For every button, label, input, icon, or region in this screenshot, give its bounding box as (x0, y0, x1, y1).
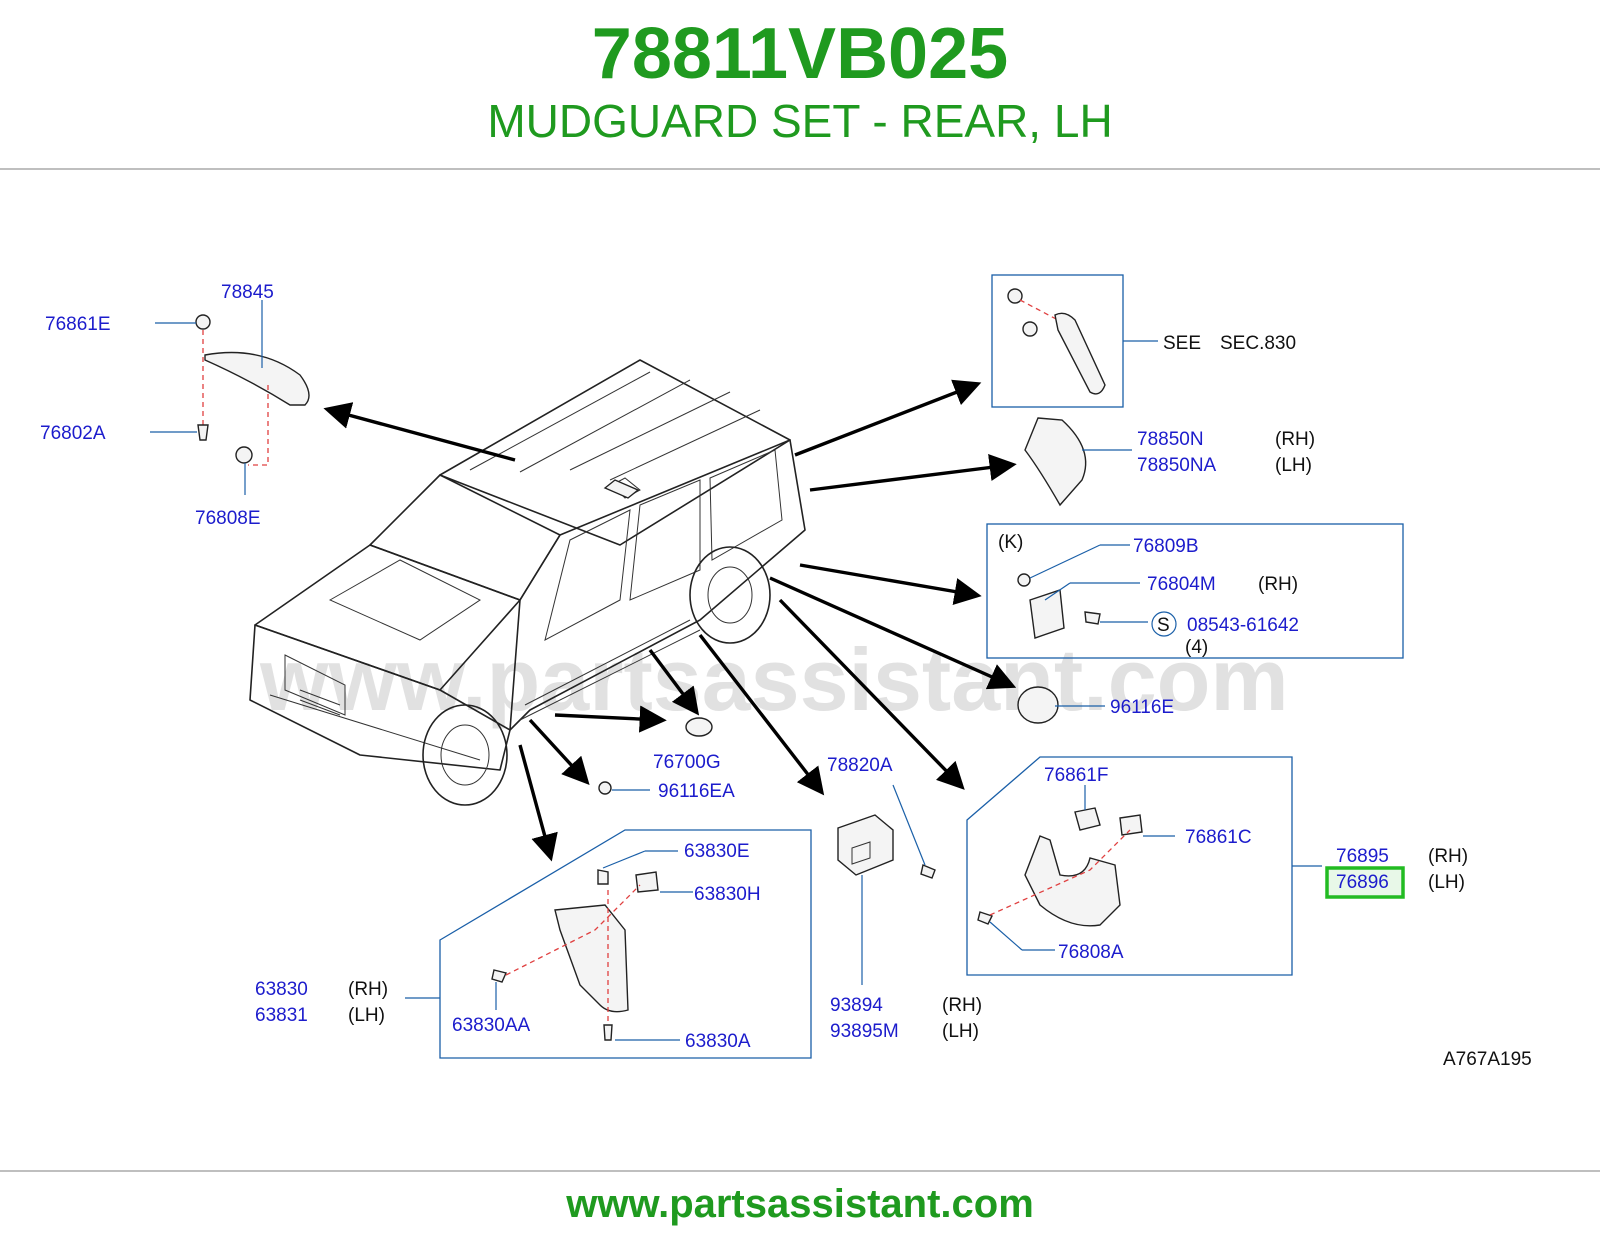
label-63830E: 63830E (684, 841, 750, 862)
label-76895: 76895 (1336, 846, 1389, 867)
diagram-code: A767A195 (1443, 1049, 1532, 1070)
group-sec830: SEE SEC.830 (991, 274, 1296, 408)
label-93894-side: (RH) (942, 995, 982, 1016)
footer-divider (0, 1170, 1600, 1172)
group-93894: 78820A 93894 (RH) 93895M (LH) (827, 755, 982, 1042)
label-qty-4: (4) (1185, 637, 1208, 658)
label-76896[interactable]: 76896 (1336, 872, 1389, 893)
label-k: (K) (998, 532, 1023, 553)
label-93895M: 93895M (830, 1021, 899, 1042)
label-see: SEE (1163, 333, 1201, 354)
label-76896-side: (LH) (1428, 872, 1465, 893)
group-78845: 78845 76861E 76802A 76808E (40, 282, 310, 529)
label-78850NA: 78850NA (1137, 455, 1217, 476)
label-76861F: 76861F (1044, 765, 1108, 786)
label-78850N-side: (RH) (1275, 429, 1315, 450)
label-63830-side: (RH) (348, 979, 388, 1000)
label-76804M-side: (RH) (1258, 574, 1298, 595)
label-76808E: 76808E (195, 508, 261, 529)
label-63830: 63830 (255, 979, 308, 1000)
group-front-mudguard: 63830E 63830H 63830AA 63830A 63830 (RH) … (255, 829, 812, 1059)
label-76802A: 76802A (40, 423, 106, 444)
group-96116E: 96116E (1017, 686, 1174, 724)
label-76808A: 76808A (1058, 942, 1124, 963)
label-76861C: 76861C (1185, 827, 1252, 848)
label-96116EA: 96116EA (658, 781, 735, 802)
group-k-box: (K) S 76809B 76804M (RH) 08543-61642 (4) (986, 523, 1404, 659)
label-78850NA-side: (LH) (1275, 455, 1312, 476)
label-93894: 93894 (830, 995, 883, 1016)
part-description: MUDGUARD SET - REAR, LH (487, 95, 1113, 147)
label-76809B: 76809B (1133, 536, 1199, 557)
label-78820A: 78820A (827, 755, 893, 776)
group-rear-mudguard: 76861F 76861C 76808A 76895 (RH) 76896 (L… (966, 756, 1468, 976)
vehicle-illustration (249, 359, 806, 806)
label-93895M-side: (LH) (942, 1021, 979, 1042)
label-78845: 78845 (221, 282, 274, 303)
label-63831: 63831 (255, 1005, 308, 1026)
label-s: S (1157, 615, 1170, 636)
header-divider (0, 168, 1600, 170)
label-63831-side: (LH) (348, 1005, 385, 1026)
group-78850: 78850N (RH) 78850NA (LH) (1024, 417, 1315, 507)
footer-website[interactable]: www.partsassistant.com (566, 1182, 1034, 1226)
label-76861E: 76861E (45, 314, 111, 335)
label-63830A: 63830A (685, 1031, 751, 1052)
highlight-76896 (1325, 866, 1405, 899)
label-76804M: 76804M (1147, 574, 1216, 595)
label-63830AA: 63830AA (452, 1015, 531, 1036)
watermark: www.partsassistant.com (259, 630, 1289, 729)
callout-arrows (323, 379, 1017, 862)
parts-diagram: www.partsassistant.com (40, 274, 1532, 1070)
label-76895-side: (RH) (1428, 846, 1468, 867)
page-title: 78811VB025 (591, 14, 1009, 94)
label-76700G: 76700G (653, 752, 721, 773)
label-sec830: SEC.830 (1220, 333, 1296, 354)
label-78850N: 78850N (1137, 429, 1204, 450)
label-63830H: 63830H (694, 884, 761, 905)
label-08543-61642: 08543-61642 (1187, 615, 1299, 636)
label-96116E: 96116E (1110, 697, 1174, 718)
group-76700G: 76700G 96116EA (598, 717, 735, 802)
